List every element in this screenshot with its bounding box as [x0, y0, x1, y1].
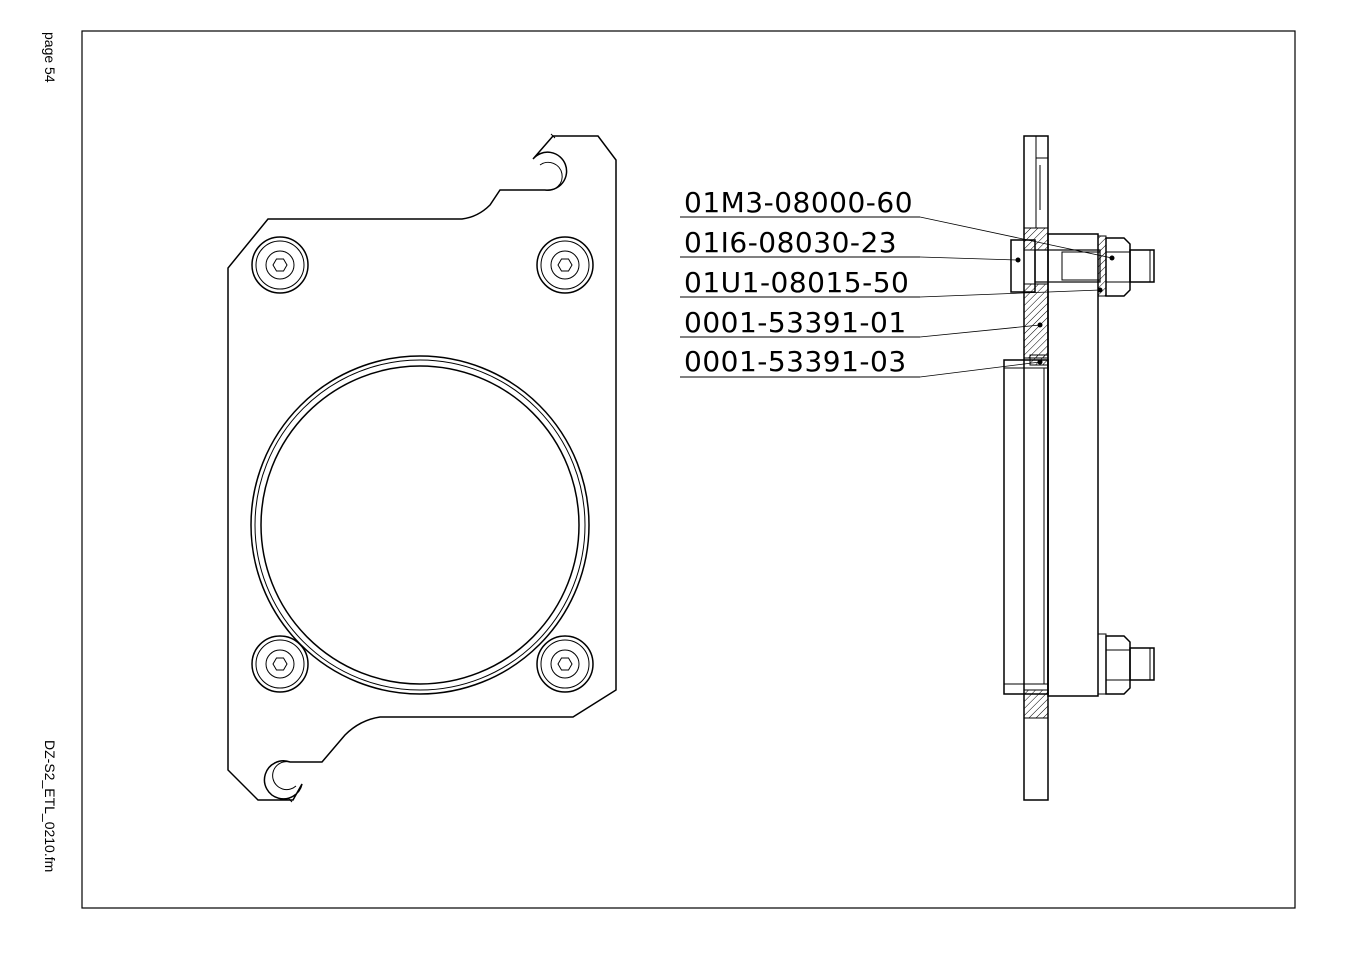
part-number-label: 0001-53391-01 — [684, 306, 907, 339]
flange-bore — [250, 355, 590, 695]
callout-2: 01I6-08030-23 — [680, 226, 1019, 261]
bolt-head-top-left — [251, 236, 309, 294]
part-number-label: 0001-53391-03 — [684, 345, 907, 378]
bolt-head-bottom-right — [536, 635, 594, 693]
callout-5: 0001-53391-03 — [680, 345, 1041, 378]
callouts: 01M3-08000-60 01I6-08030-23 01U1-08015-5… — [680, 186, 1113, 378]
part-number-label: 01U1-08015-50 — [684, 266, 909, 299]
part-number-label: 01I6-08030-23 — [684, 226, 897, 259]
flange-outline — [227, 135, 617, 801]
bolt-head-bottom-left — [251, 635, 309, 693]
bolt-head-top-right — [536, 236, 594, 294]
callout-4: 0001-53391-01 — [680, 306, 1041, 339]
callout-1: 01M3-08000-60 — [680, 186, 1113, 259]
part-number-label: 01M3-08000-60 — [684, 186, 913, 219]
side-section-view — [1003, 135, 1155, 801]
callout-3: 01U1-08015-50 — [680, 266, 1101, 299]
front-view-flange — [227, 133, 617, 803]
drawing-frame — [81, 30, 1296, 909]
